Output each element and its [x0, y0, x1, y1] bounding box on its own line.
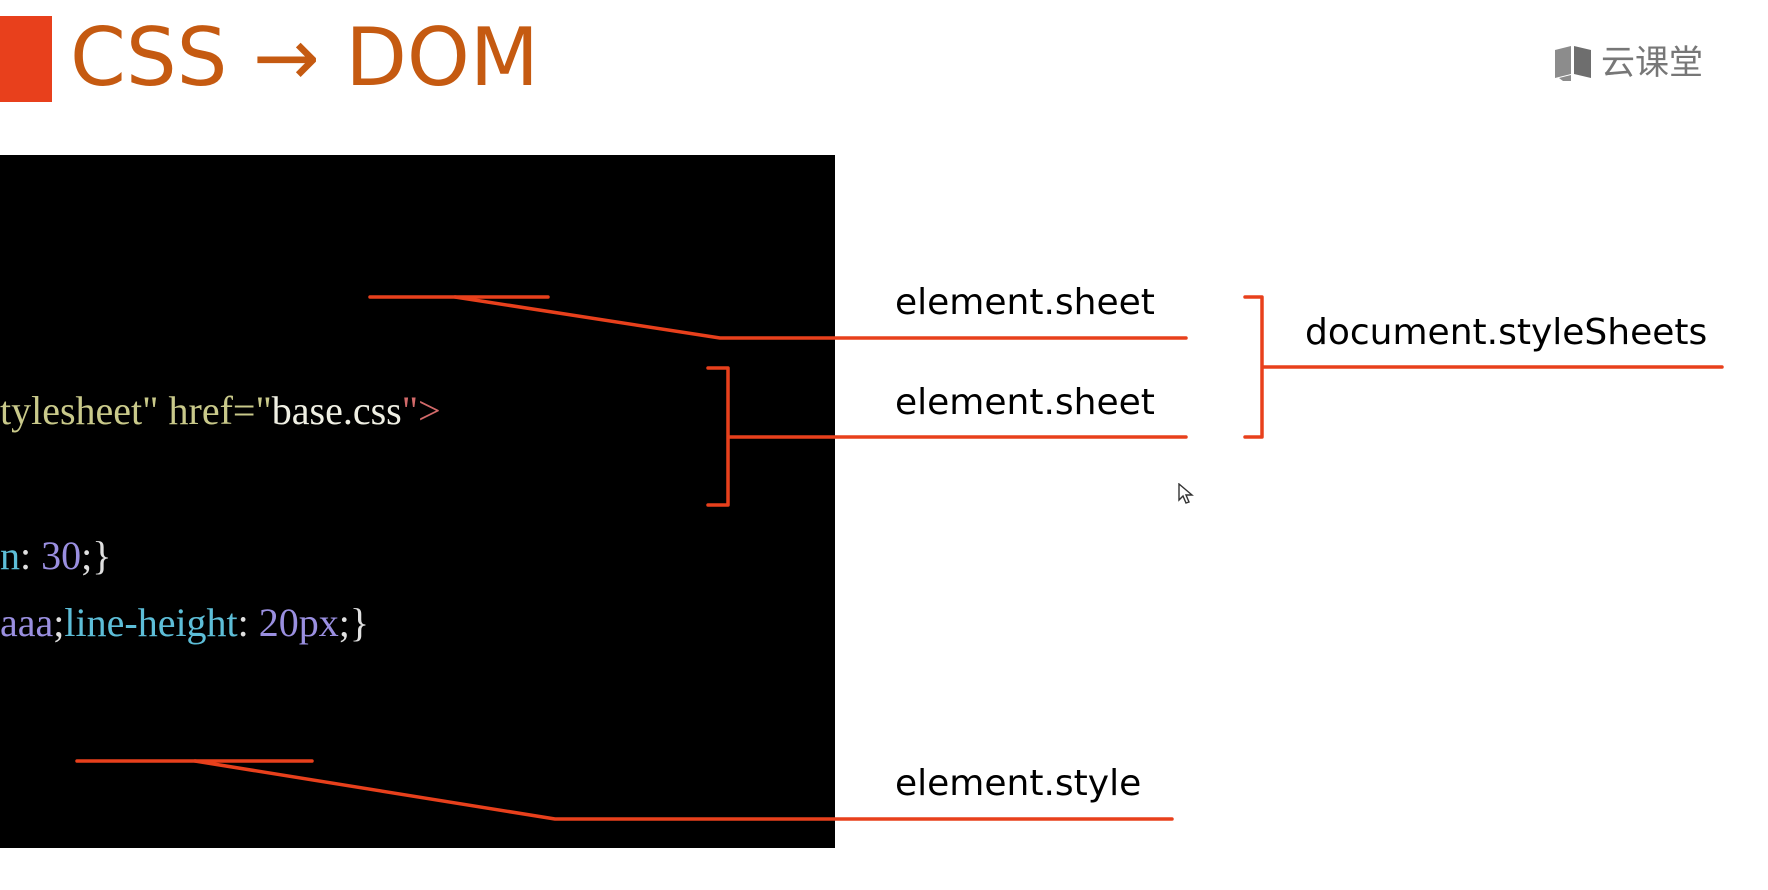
code-token: 20px [258, 600, 339, 645]
title-accent-bar [0, 16, 52, 102]
slide-title: CSS → DOM [70, 11, 539, 104]
style-block-bracket [706, 366, 1188, 507]
code-token: base.css [271, 388, 402, 433]
mouse-cursor-icon [1178, 483, 1194, 504]
code-line-style-rule-1: n: 30;} [0, 532, 111, 580]
code-line-style-rule-2: aaa;line-height: 20px;} [0, 599, 369, 647]
code-token: tylesheet" href=" [0, 388, 272, 433]
code-token: 30 [41, 533, 82, 578]
link-sheet-connector [453, 295, 1188, 340]
book-icon [1555, 46, 1591, 81]
code-token: ; [53, 600, 65, 645]
style-sheet-label: element.sheet [895, 382, 1155, 423]
inline-style-label: element.style [895, 763, 1142, 804]
inline-style-connector [193, 759, 1174, 821]
code-token: ;} [81, 533, 112, 578]
code-token: : [20, 533, 42, 578]
code-screenshot: tylesheet" href="base.css"> n: 30;} aaa;… [0, 155, 835, 848]
code-token: line-height [64, 600, 238, 645]
code-token: "> [401, 388, 441, 433]
style-sheets-bracket [1243, 295, 1724, 439]
brand-logo: 云课堂 [1553, 41, 1703, 85]
code-token: aaa [0, 600, 54, 645]
code-token: n [0, 533, 20, 578]
code-token: ;} [338, 600, 370, 645]
brand-logo-text: 云课堂 [1601, 43, 1703, 83]
code-token: : [237, 600, 259, 645]
link-sheet-label: element.sheet [895, 282, 1155, 323]
style-sheets-label: document.styleSheets [1305, 312, 1708, 353]
code-line-link: tylesheet" href="base.css"> [0, 387, 441, 435]
